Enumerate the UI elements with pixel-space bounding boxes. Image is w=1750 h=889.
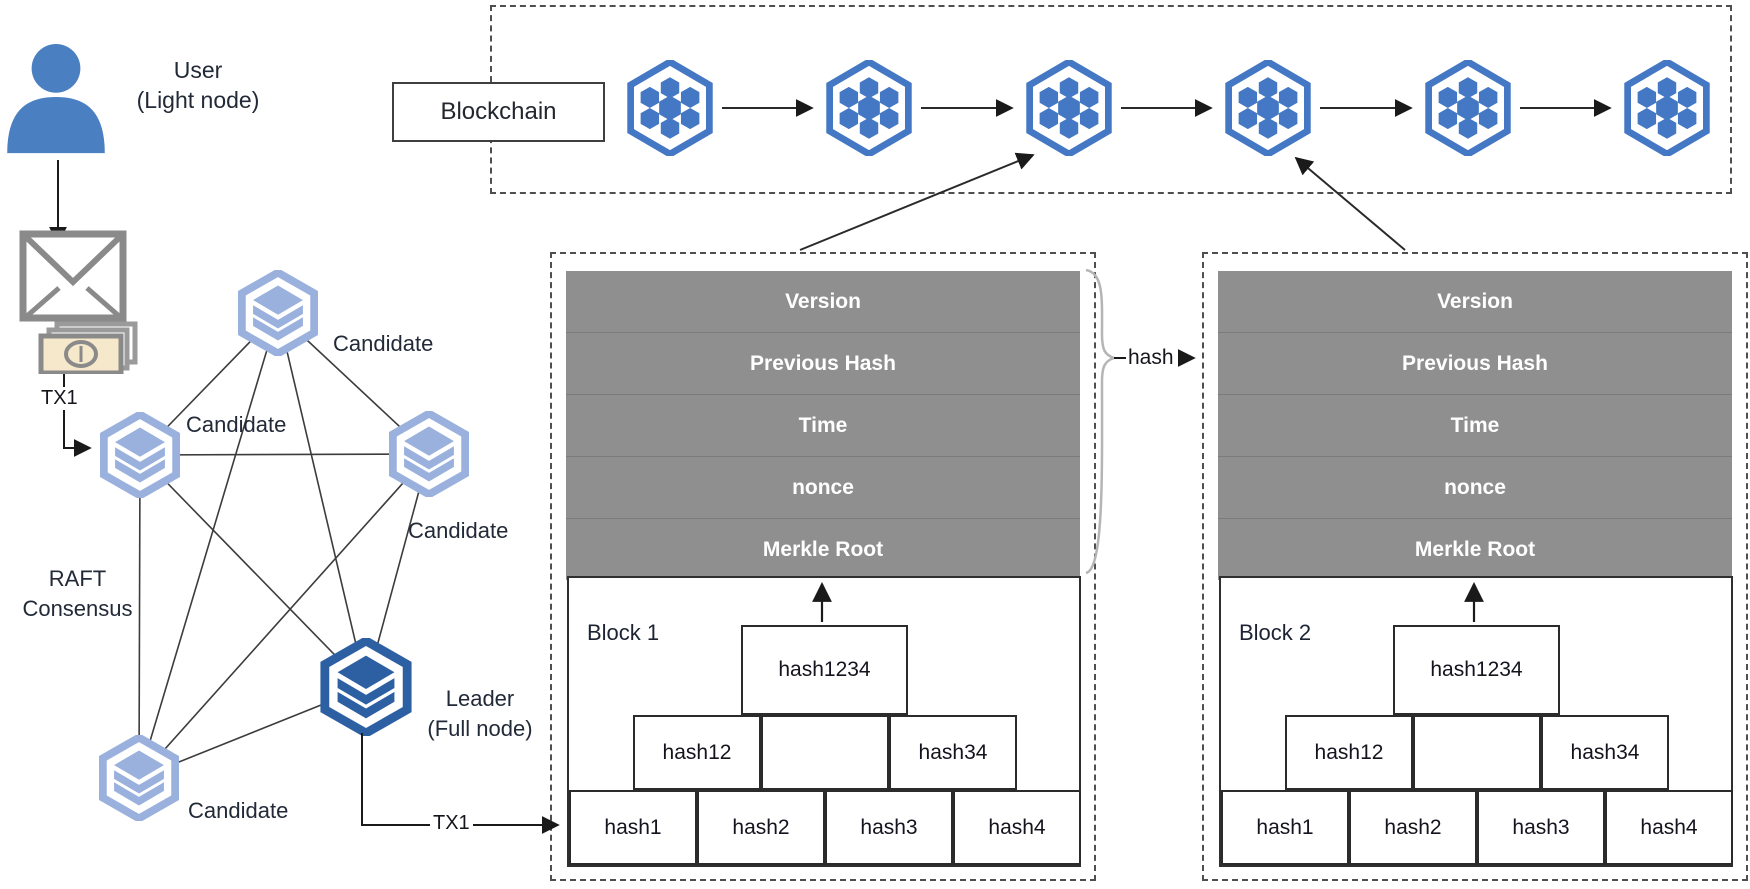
- block1-merkle-empty-cell: [761, 715, 889, 790]
- block1-header-time: Time: [566, 395, 1080, 457]
- hash-link-label: hash: [1128, 346, 1174, 369]
- block1-name: Block 1: [587, 620, 660, 645]
- tx1-leader-label: TX1: [430, 812, 473, 835]
- block2-name: Block 2: [1239, 620, 1312, 645]
- leader-node-icon: [317, 638, 415, 736]
- block2-merkle-empty-cell: [1413, 715, 1541, 790]
- tx1-user-label: TX1: [38, 387, 81, 410]
- block1-hash34: hash34: [889, 715, 1017, 790]
- raft-label-line2: Consensus: [22, 596, 133, 621]
- candidate-node-left-icon: [97, 412, 183, 498]
- block2-header-previous-hash: Previous Hash: [1218, 333, 1732, 395]
- block2-hash1: hash1: [1221, 790, 1349, 865]
- blockchain-label-box: Blockchain: [392, 82, 605, 142]
- block1-hash4: hash4: [953, 790, 1081, 865]
- block1-header: Version Previous Hash Time nonce Merkle …: [566, 271, 1080, 580]
- block1-header-previous-hash: Previous Hash: [566, 333, 1080, 395]
- block1-hash12: hash12: [633, 715, 761, 790]
- block-icon-2: [821, 60, 917, 156]
- raft-label-line1: RAFT: [48, 566, 107, 591]
- user-label-line1: User: [173, 57, 223, 83]
- block1-header-nonce: nonce: [566, 457, 1080, 519]
- block2-header: Version Previous Hash Time nonce Merkle …: [1218, 271, 1732, 580]
- candidate-bottom-label: Candidate: [188, 798, 289, 823]
- block1-hash3: hash3: [825, 790, 953, 865]
- block1-header-merkle-root: Merkle Root: [762, 538, 884, 561]
- block-icon-3: [1021, 60, 1117, 156]
- block2-header-time: Time: [1218, 395, 1732, 457]
- candidate-node-top-icon: [235, 270, 321, 356]
- block-icon-1: [622, 60, 718, 156]
- block2-panel: Version Previous Hash Time nonce Merkle …: [1202, 252, 1748, 881]
- raft-consensus-label: RAFT Consensus: [5, 564, 150, 624]
- block1-merkle-root-hash: hash1234: [741, 625, 908, 715]
- leader-label-line2: (Full node): [427, 716, 533, 741]
- block2-hash4: hash4: [1605, 790, 1733, 865]
- user-label: User (Light node): [108, 55, 288, 115]
- transaction-message-icon: [19, 230, 138, 374]
- block1-hash1: hash1: [569, 790, 697, 865]
- blockchain-label: Blockchain: [440, 98, 557, 125]
- block-icon-4: [1220, 60, 1316, 156]
- user-label-line2: (Light node): [136, 87, 260, 113]
- block2-merkle-root-hash: hash1234: [1393, 625, 1560, 715]
- block2-hash3: hash3: [1477, 790, 1605, 865]
- leader-label: Leader (Full node): [405, 684, 555, 744]
- candidate-node-bottom-icon: [96, 735, 182, 821]
- candidate-right-label: Candidate: [408, 518, 509, 543]
- block1-hash2: hash2: [697, 790, 825, 865]
- block2-hash12: hash12: [1285, 715, 1413, 790]
- candidate-left-label: Candidate: [186, 412, 287, 437]
- block-icon-6: [1619, 60, 1715, 156]
- user-icon: [7, 44, 105, 154]
- block2-hash34: hash34: [1541, 715, 1669, 790]
- candidate-top-label: Candidate: [333, 331, 434, 356]
- block2-header-nonce: nonce: [1218, 457, 1732, 519]
- leader-label-line1: Leader: [445, 686, 515, 711]
- block2-header-merkle-root: Merkle Root: [1414, 538, 1536, 561]
- block2-hash2: hash2: [1349, 790, 1477, 865]
- candidate-node-right-icon: [386, 411, 472, 497]
- block1-header-version: Version: [566, 271, 1080, 333]
- block2-header-version: Version: [1218, 271, 1732, 333]
- block1-panel: Version Previous Hash Time nonce Merkle …: [550, 252, 1096, 881]
- block-icon-5: [1420, 60, 1516, 156]
